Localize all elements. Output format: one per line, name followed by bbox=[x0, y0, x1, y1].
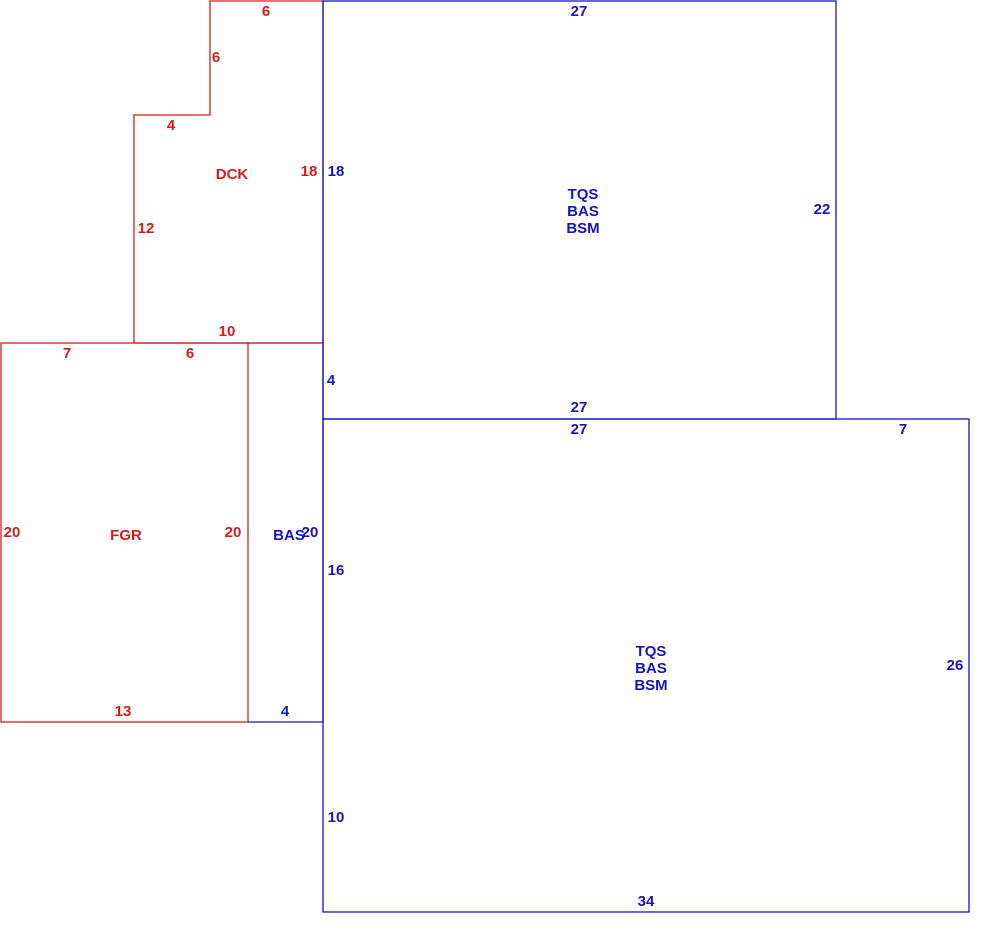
garage-bottom-dimension: 13 bbox=[115, 703, 132, 720]
lower-house-right-dimension: 26 bbox=[947, 657, 964, 674]
lower-house-left-upper-dimension: 16 bbox=[328, 562, 345, 579]
lower-house-top-dimension: 27 bbox=[571, 421, 588, 438]
deck-top-dimension: 6 bbox=[262, 3, 270, 20]
garage-outline bbox=[0, 342, 249, 723]
lower-house-left-lower-dimension: 10 bbox=[328, 809, 345, 826]
upper-house-code-2: BAS bbox=[567, 203, 599, 220]
deck-left-dimension: 12 bbox=[138, 220, 155, 237]
garage-top-left-dimension: 7 bbox=[63, 345, 71, 362]
garage-left-dimension: 20 bbox=[4, 524, 21, 541]
deck-right-dimension: 18 bbox=[301, 163, 318, 180]
connector-right-dimension: 20 bbox=[302, 524, 319, 541]
garage-top-right-dimension: 6 bbox=[186, 345, 194, 362]
upper-house-left-dimension: 18 bbox=[328, 163, 345, 180]
deck-step-vertical-dimension: 6 bbox=[212, 49, 220, 66]
upper-house-code-3: BSM bbox=[566, 220, 599, 237]
lower-house-code-3: BSM bbox=[634, 677, 667, 694]
deck-step-horizontal-dimension: 4 bbox=[167, 117, 176, 134]
lower-house-code-1: TQS bbox=[636, 643, 667, 660]
lower-house-outline bbox=[322, 418, 970, 913]
lower-house-bottom-dimension: 34 bbox=[638, 893, 655, 910]
upper-house-right-dimension: 22 bbox=[814, 201, 831, 218]
deck-code-label: DCK bbox=[216, 166, 249, 183]
lower-house-top-right-dimension: 7 bbox=[899, 421, 907, 438]
upper-house-code-1: TQS bbox=[568, 186, 599, 203]
upper-house-lower-left-dimension: 4 bbox=[327, 372, 336, 389]
garage-code-label: FGR bbox=[110, 527, 142, 544]
connector-bottom-dimension: 4 bbox=[281, 703, 290, 720]
deck-bottom-dimension: 10 bbox=[219, 323, 236, 340]
upper-house-top-dimension: 27 bbox=[571, 3, 588, 20]
upper-house-bottom-dimension: 27 bbox=[571, 399, 588, 416]
connector-code-label: BAS bbox=[273, 527, 305, 544]
lower-house-code-2: BAS bbox=[635, 660, 667, 677]
garage-right-dimension: 20 bbox=[225, 524, 242, 541]
